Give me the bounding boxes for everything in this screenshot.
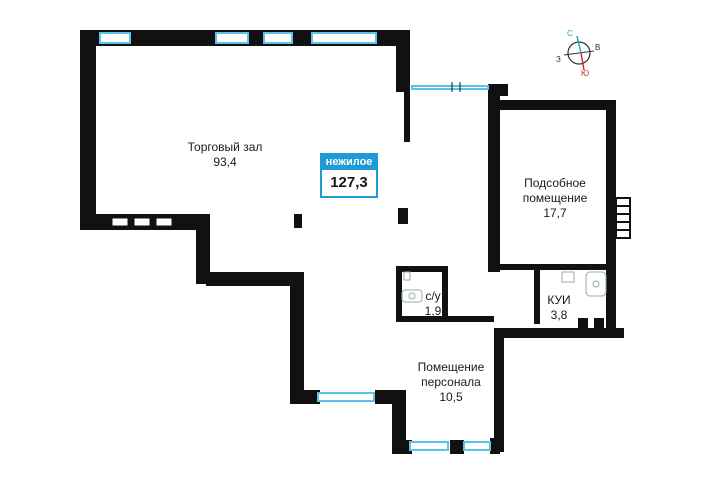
total-area-badge: нежилое 127,3	[320, 153, 378, 198]
room-utility-area: 17,7	[543, 206, 567, 220]
room-wc: с/у 1,9	[418, 289, 448, 319]
room-trade-hall: Торговый зал 93,4	[175, 140, 275, 170]
room-kui-name: КУИ	[547, 293, 571, 307]
compass-west: З	[556, 55, 561, 64]
room-kui-area: 3,8	[550, 308, 568, 322]
room-trade-hall-area: 93,4	[213, 155, 237, 169]
left-vent-blocks	[111, 217, 173, 227]
fixtures	[401, 271, 607, 303]
room-staff-name-1: Помещение	[417, 360, 485, 374]
walls	[80, 30, 624, 454]
compass-south: Ю	[581, 69, 590, 78]
compass: С В З Ю	[556, 29, 602, 78]
room-utility-name-2: помещение	[522, 191, 588, 205]
room-staff-area: 10,5	[439, 390, 463, 404]
compass-rose-icon	[563, 35, 595, 71]
badge-total-area: 127,3	[330, 174, 368, 191]
windows	[99, 32, 491, 451]
compass-east: В	[595, 43, 601, 52]
room-staff: Помещение персонала 10,5	[406, 360, 496, 405]
room-trade-hall-name: Торговый зал	[187, 140, 263, 154]
right-radiator	[615, 197, 631, 239]
room-staff-name-2: персонала	[421, 375, 481, 389]
window-mullions	[451, 82, 461, 92]
room-utility-name-1: Подсобное	[524, 176, 586, 190]
room-wc-area: 1,9	[424, 304, 442, 318]
room-kui: КУИ 3,8	[537, 293, 581, 323]
badge-type: нежилое	[322, 155, 376, 170]
room-wc-name: с/у	[425, 289, 441, 303]
compass-north: С	[567, 29, 573, 38]
room-utility: Подсобное помещение 17,7	[505, 176, 605, 221]
